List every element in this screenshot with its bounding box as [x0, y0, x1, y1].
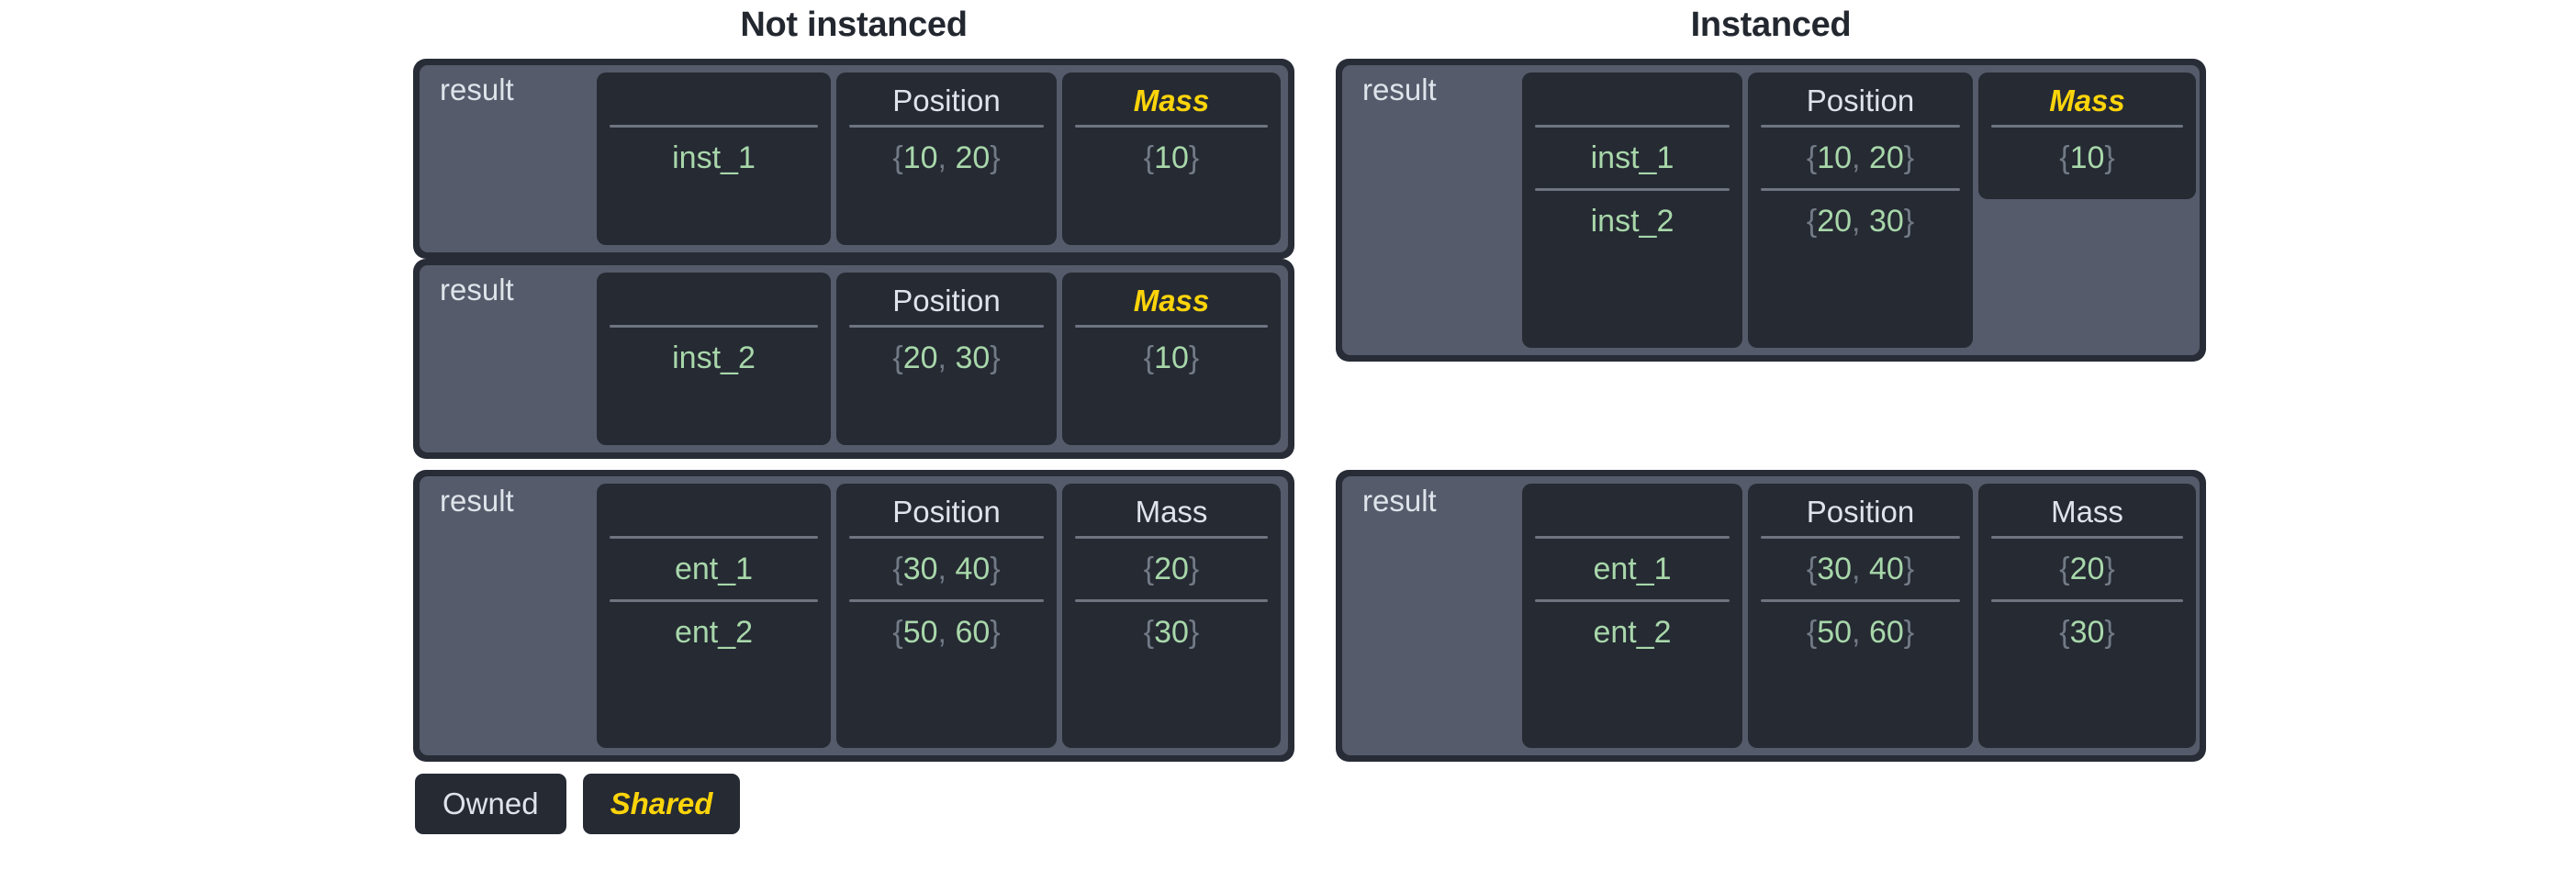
column-entity: inst_2 — [597, 273, 831, 445]
table-cell: inst_1 — [597, 124, 831, 188]
table-cell: {30, 40} — [836, 535, 1057, 599]
table-cell: inst_2 — [597, 324, 831, 388]
table-cell: {20, 30} — [1748, 187, 1973, 251]
column-position: Position {10, 20}{20, 30} — [1748, 72, 1973, 348]
table-cell: {30, 40} — [1748, 535, 1973, 599]
table-cell: {10, 20} — [1748, 124, 1973, 188]
table-cell: {10, 20} — [836, 124, 1057, 188]
column-header-mass: Mass — [1133, 84, 1210, 117]
column-header-entity — [1522, 493, 1742, 536]
column-header-mass: Mass — [2051, 495, 2123, 529]
table-body: result inst_1 Position {10, 20} Mass {10} — [420, 65, 1288, 252]
table-cell: {50, 60} — [1748, 598, 1973, 663]
column-header-position: Position — [892, 284, 1001, 318]
table-cell: {20} — [1978, 535, 2196, 599]
table-cell: ent_1 — [597, 535, 831, 599]
column-header-position: Position — [892, 84, 1001, 117]
table-cell: {20, 30} — [836, 324, 1057, 388]
column-position: Position {10, 20} — [836, 72, 1057, 245]
column-position: Position {20, 30} — [836, 273, 1057, 445]
legend-chip-shared: Shared — [582, 774, 741, 834]
table-not-instanced-2: result inst_2 Position {20, 30} Mass {10} — [413, 259, 1294, 459]
row-label-result: result — [440, 72, 514, 106]
legend-chip-owned: Owned — [415, 774, 566, 834]
column-entity: inst_1 — [597, 72, 831, 245]
row-label-result: result — [440, 273, 514, 307]
column-position: Position {30, 40}{50, 60} — [1748, 484, 1973, 748]
column-header-mass: Mass — [1133, 284, 1210, 318]
column-header-entity — [597, 493, 831, 536]
table-cell: inst_1 — [1522, 124, 1742, 188]
column-position: Position {30, 40}{50, 60} — [836, 484, 1057, 748]
column-header-position: Position — [1806, 84, 1915, 117]
column-header-entity — [597, 82, 831, 125]
table-cell: {10} — [1062, 124, 1281, 188]
table-cell: {20} — [1062, 535, 1281, 599]
row-label-result: result — [440, 484, 514, 518]
column-header-position: Position — [1806, 495, 1915, 529]
table-body: result inst_2 Position {20, 30} Mass {10} — [420, 265, 1288, 452]
table-cell: {10} — [1062, 324, 1281, 388]
table-cell: {10} — [1978, 124, 2196, 188]
panel-title-instanced: Instanced — [1690, 6, 1852, 44]
column-header-mass: Mass — [2049, 84, 2125, 117]
column-group: inst_2 Position {20, 30} Mass {10} — [597, 273, 1281, 445]
table-cell: {30} — [1978, 598, 2196, 663]
table-cell: {30} — [1062, 598, 1281, 663]
column-mass: Mass {20}{30} — [1978, 484, 2196, 748]
column-group: inst_1 Position {10, 20} Mass {10} — [597, 72, 1281, 245]
legend: Owned Shared — [415, 774, 741, 834]
table-cell: inst_2 — [1522, 187, 1742, 251]
column-header-entity — [1522, 82, 1742, 125]
column-mass: Mass {20}{30} — [1062, 484, 1281, 748]
table-cell: ent_2 — [1522, 598, 1742, 663]
column-mass: Mass {10} — [1062, 72, 1281, 245]
column-mass: Mass {10} — [1062, 273, 1281, 445]
panel-title-not-instanced: Not instanced — [740, 6, 968, 44]
row-label-result: result — [1362, 72, 1437, 106]
column-header-position: Position — [892, 495, 1001, 529]
column-mass: Mass {10} — [1978, 72, 2196, 199]
column-header-mass: Mass — [1135, 495, 1208, 529]
table-cell: {50, 60} — [836, 598, 1057, 663]
table-cell: ent_1 — [1522, 535, 1742, 599]
table-not-instanced-1: result inst_1 Position {10, 20} Mass {10} — [413, 59, 1294, 259]
column-header-entity — [597, 282, 831, 325]
row-label-result: result — [1362, 484, 1437, 518]
table-cell: ent_2 — [597, 598, 831, 663]
